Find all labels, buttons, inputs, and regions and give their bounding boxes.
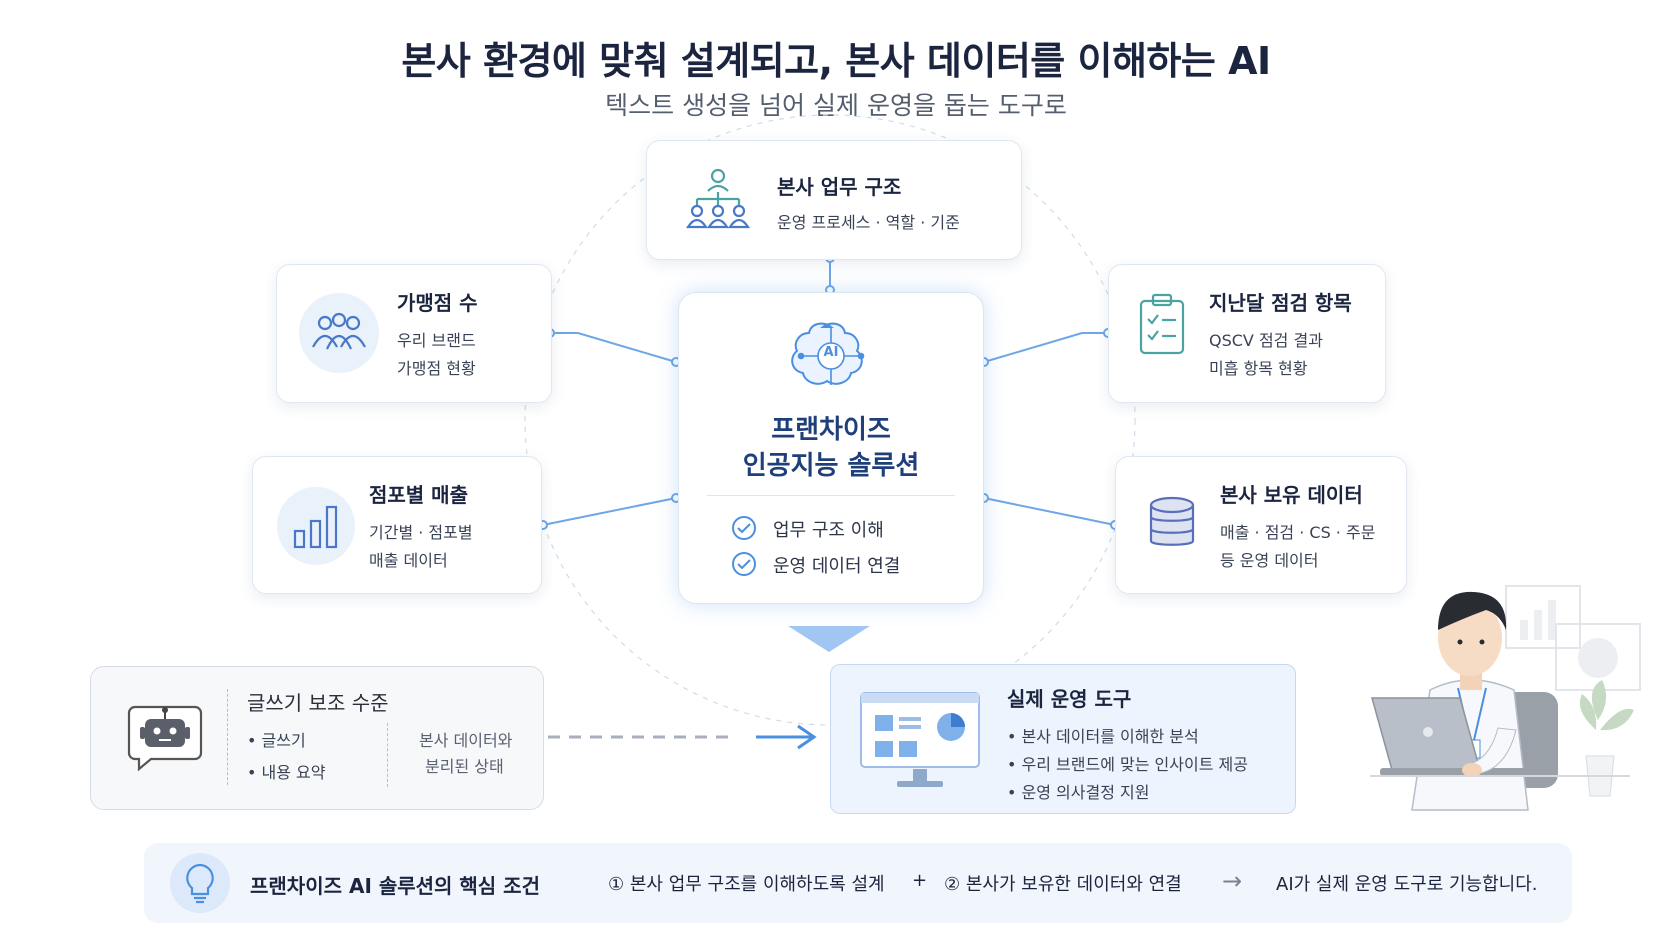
divider	[707, 495, 955, 496]
divider	[227, 689, 228, 785]
card-description: QSCV 점검 결과	[1209, 331, 1323, 350]
card-title: 지난달 점검 항목	[1209, 291, 1352, 315]
database-icon	[1149, 496, 1195, 546]
footer-result: AI가 실제 운영 도구로 기능합니다.	[1276, 874, 1538, 895]
check-circle-icon	[732, 516, 756, 540]
robot-chat-icon	[127, 705, 203, 772]
ops-title: 실제 운영 도구	[1007, 687, 1132, 711]
icon-background	[277, 487, 355, 565]
divider	[387, 723, 388, 787]
footer-condition-1: ① 본사 업무 구조를 이해하도록 설계	[608, 874, 885, 895]
card-description: 등 운영 데이터	[1220, 551, 1319, 570]
check-circle-icon	[732, 552, 756, 576]
card-description: 매출 데이터	[369, 551, 448, 570]
card-description: 매출 · 점검 · CS · 주문	[1220, 523, 1376, 542]
card-franchise-count: 가맹점 수 우리 브랜드 가맹점 현황	[276, 264, 552, 403]
person-at-laptop-illustration	[1370, 585, 1641, 811]
writing-note: 본사 데이터와	[419, 731, 513, 750]
card-store-sales: 점포별 매출 기간별 · 점포별 매출 데이터	[252, 456, 542, 594]
writing-item: • 내용 요약	[247, 763, 326, 782]
card-hq-data: 본사 보유 데이터 매출 · 점검 · CS · 주문 등 운영 데이터	[1115, 456, 1407, 594]
card-description: 기간별 · 점포별	[369, 523, 473, 542]
check-item: 운영 데이터 연결	[773, 556, 901, 577]
people-group-icon	[312, 312, 366, 350]
card-title: 본사 보유 데이터	[1220, 483, 1363, 507]
center-ai-solution-card: AI 프랜차이즈 인공지능 솔루션 업무 구조 이해 운영 데이터 연결	[678, 292, 984, 604]
card-description: 우리 브랜드	[397, 331, 476, 350]
ops-item: • 우리 브랜드에 맞는 인사이트 제공	[1007, 755, 1248, 774]
writing-note: 분리된 상태	[425, 757, 504, 776]
card-description: 미흡 항목 현황	[1209, 359, 1308, 378]
lightbulb-icon	[186, 863, 214, 904]
ops-item: • 운영 의사결정 지원	[1007, 783, 1150, 802]
footer-arrow: →	[1222, 867, 1243, 895]
footer-summary-bar: 프랜차이즈 AI 솔루션의 핵심 조건 ① 본사 업무 구조를 이해하도록 설계…	[144, 843, 1572, 923]
dashboard-monitor-icon	[860, 692, 980, 787]
check-item: 업무 구조 이해	[773, 520, 884, 541]
icon-background	[299, 293, 379, 373]
card-description: 운영 프로세스 · 역할 · 기준	[777, 213, 960, 232]
footer-label: 프랜차이즈 AI 솔루션의 핵심 조건	[250, 874, 540, 898]
card-title: 본사 업무 구조	[777, 175, 902, 199]
ops-item: • 본사 데이터를 이해한 분석	[1007, 727, 1199, 746]
operations-tool-box: 실제 운영 도구 • 본사 데이터를 이해한 분석 • 우리 브랜드에 맞는 인…	[830, 664, 1296, 814]
ai-brain-icon	[791, 322, 865, 385]
card-title: 점포별 매출	[369, 483, 468, 507]
writing-item: • 글쓰기	[247, 731, 306, 750]
writing-title: 글쓰기 보조 수준	[247, 691, 389, 715]
card-last-month-inspection: 지난달 점검 항목 QSCV 점검 결과 미흡 항목 현황	[1108, 264, 1386, 403]
center-title-line1: 프랜차이즈	[771, 415, 891, 445]
card-description: 가맹점 현황	[397, 359, 476, 378]
org-chart-icon	[685, 168, 751, 229]
footer-condition-2: ② 본사가 보유한 데이터와 연결	[944, 874, 1182, 895]
ai-label: AI	[823, 345, 839, 360]
page-title: 본사 환경에 맞춰 설계되고, 본사 데이터를 이해하는 AI	[401, 39, 1271, 83]
card-title: 가맹점 수	[397, 291, 478, 315]
clipboard-checklist-icon	[1139, 293, 1185, 355]
bar-chart-icon	[293, 505, 338, 549]
writing-assist-box: 글쓰기 보조 수준 • 글쓰기 • 내용 요약 본사 데이터와 분리된 상태	[90, 666, 544, 810]
footer-plus: +	[912, 870, 928, 891]
card-hq-structure: 본사 업무 구조 운영 프로세스 · 역할 · 기준	[646, 140, 1022, 260]
center-title-line2: 인공지능 솔루션	[742, 451, 920, 481]
